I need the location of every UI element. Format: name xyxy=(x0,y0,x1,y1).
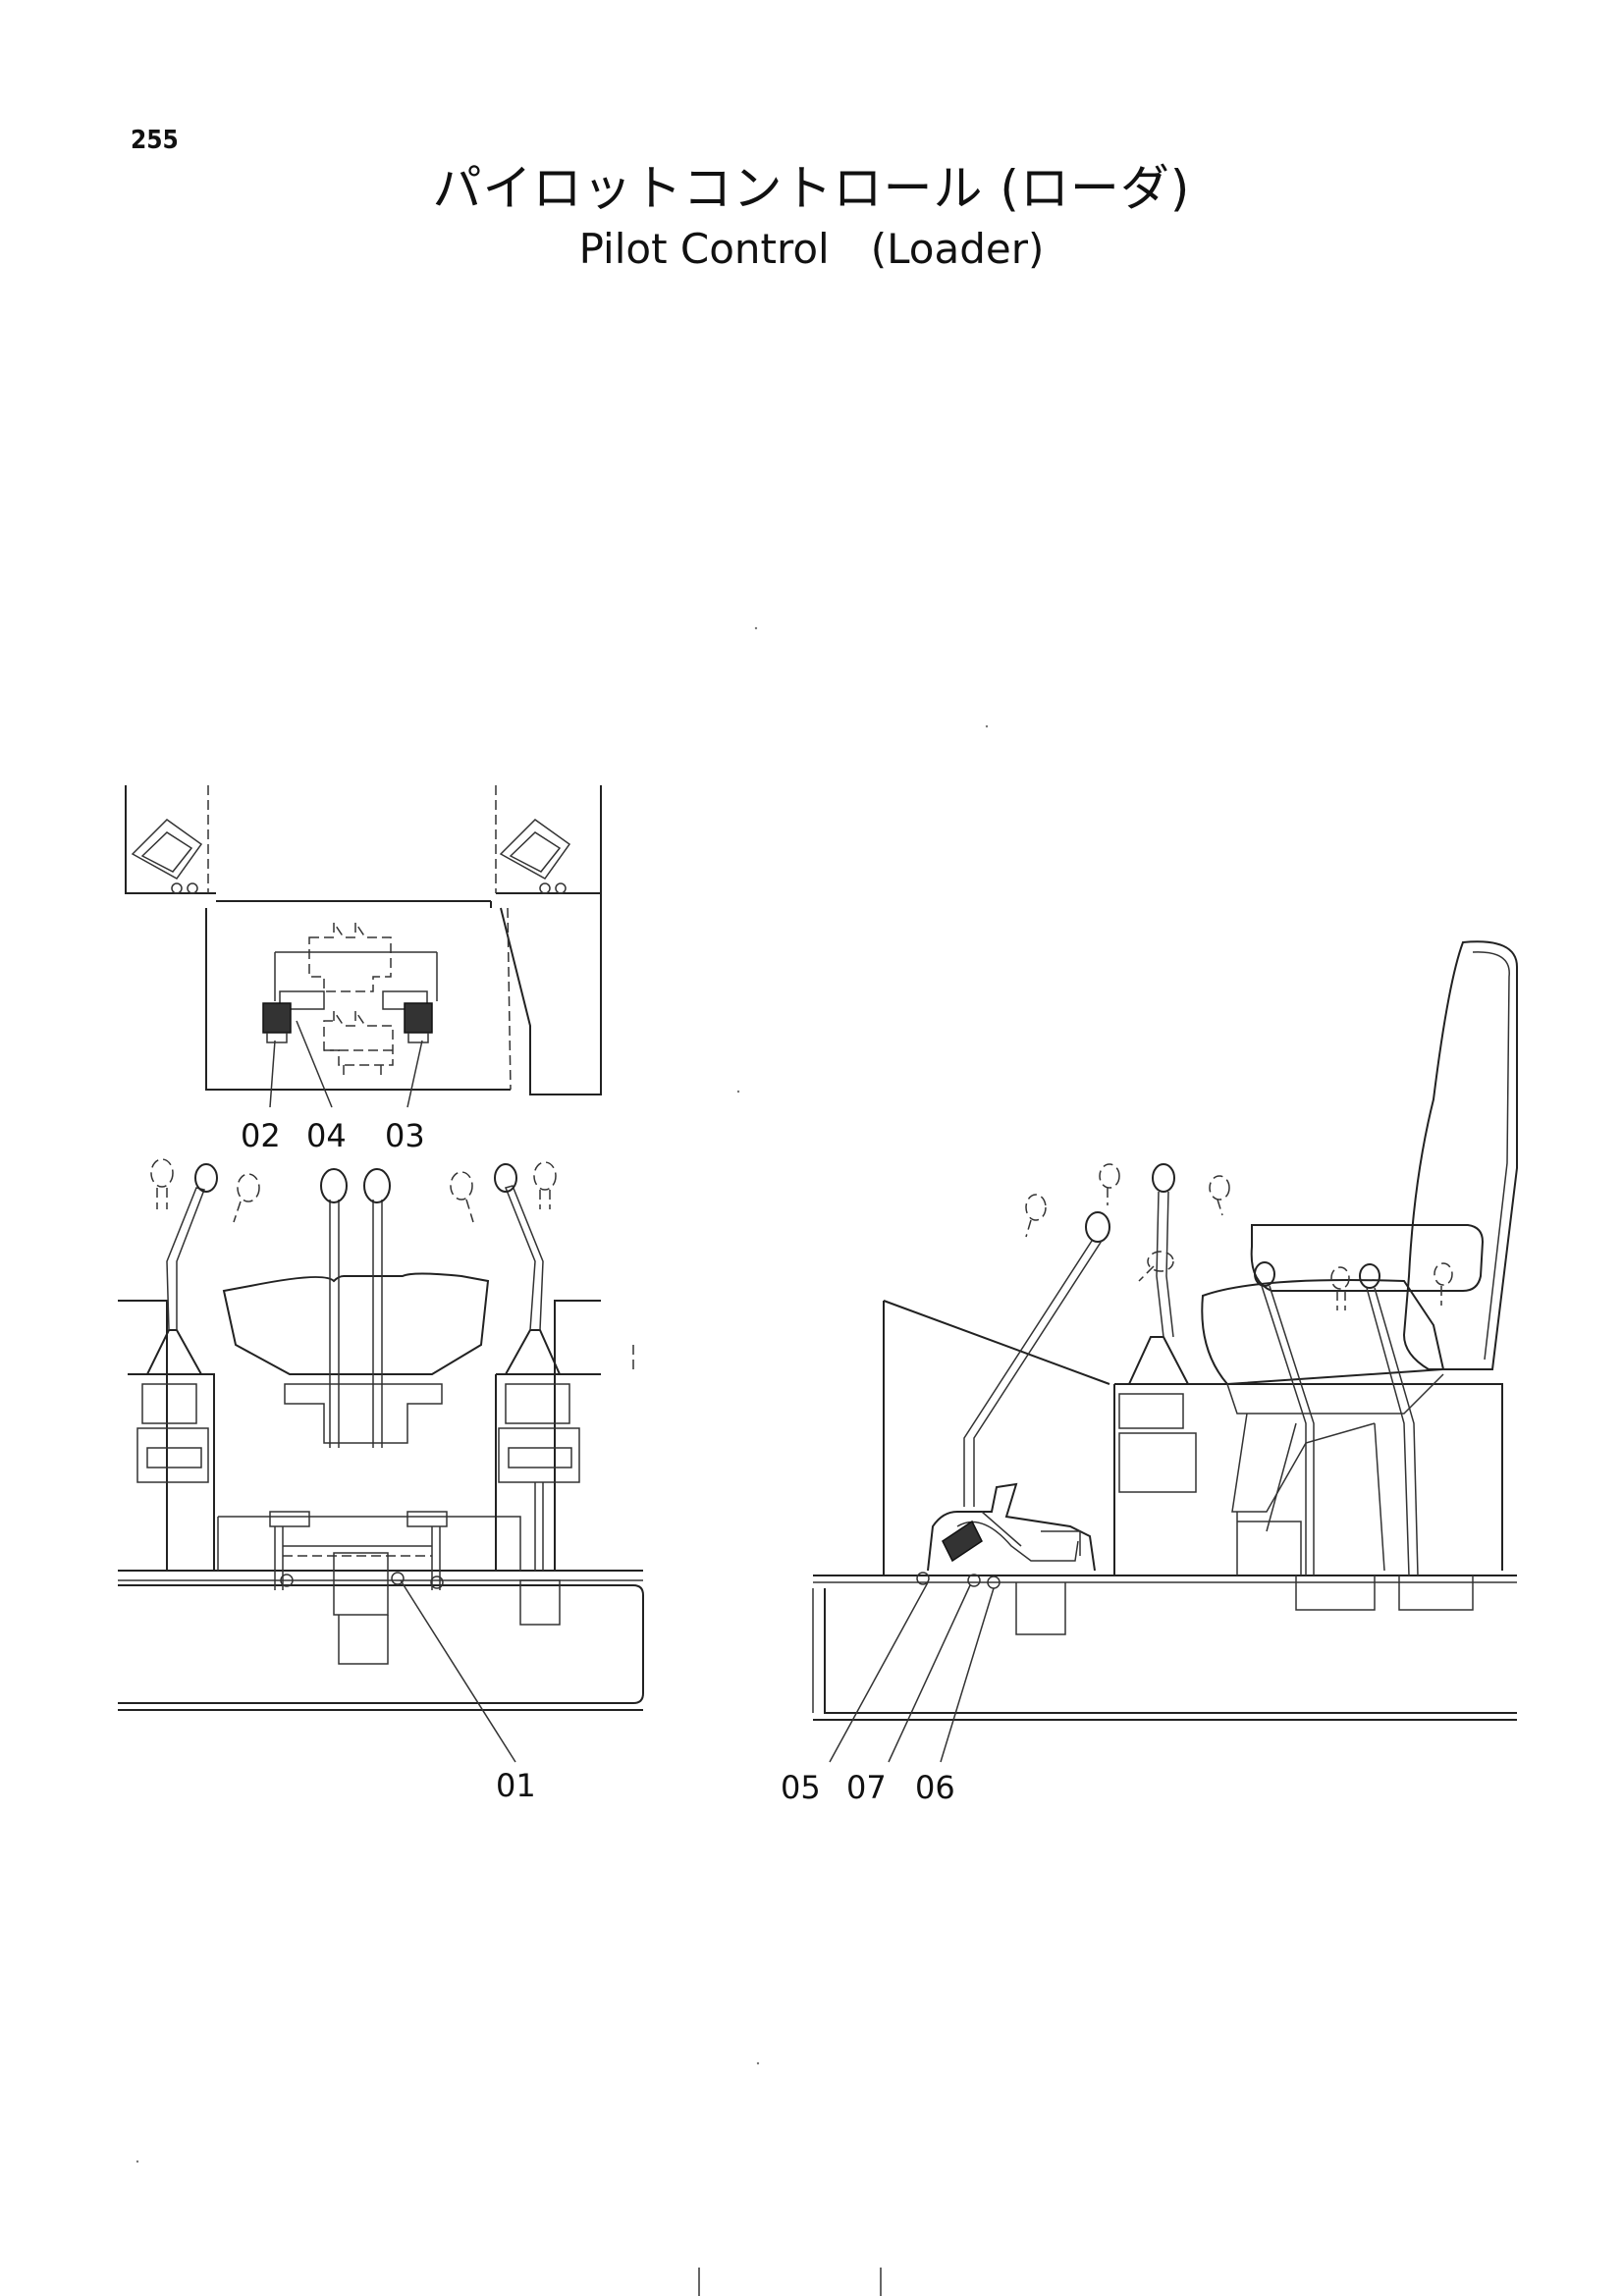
side-view xyxy=(812,940,1518,1721)
callout-label: 03 xyxy=(385,1117,425,1154)
scan-artifacts xyxy=(135,626,989,2296)
right-corner-part xyxy=(499,819,571,894)
page-number: 255 xyxy=(131,126,179,155)
callout-label: 07 xyxy=(846,1769,887,1806)
callout-leader xyxy=(400,1579,516,1763)
page-title-english: Pilot Control (Loader) xyxy=(578,225,1045,273)
callout-label: 02 xyxy=(241,1117,281,1154)
top-view xyxy=(125,785,602,1095)
callout-leaders-top xyxy=(269,1020,423,1108)
callout-label: 06 xyxy=(915,1769,955,1806)
front-view xyxy=(118,1158,644,1711)
callout-leaders-side xyxy=(829,1581,995,1763)
callout-label: 04 xyxy=(306,1117,347,1154)
callout-label: 01 xyxy=(496,1767,536,1804)
left-corner-part xyxy=(131,819,203,894)
callout-label: 05 xyxy=(781,1769,821,1806)
page-title-japanese: パイロットコントロール (ローダ) xyxy=(432,160,1191,217)
